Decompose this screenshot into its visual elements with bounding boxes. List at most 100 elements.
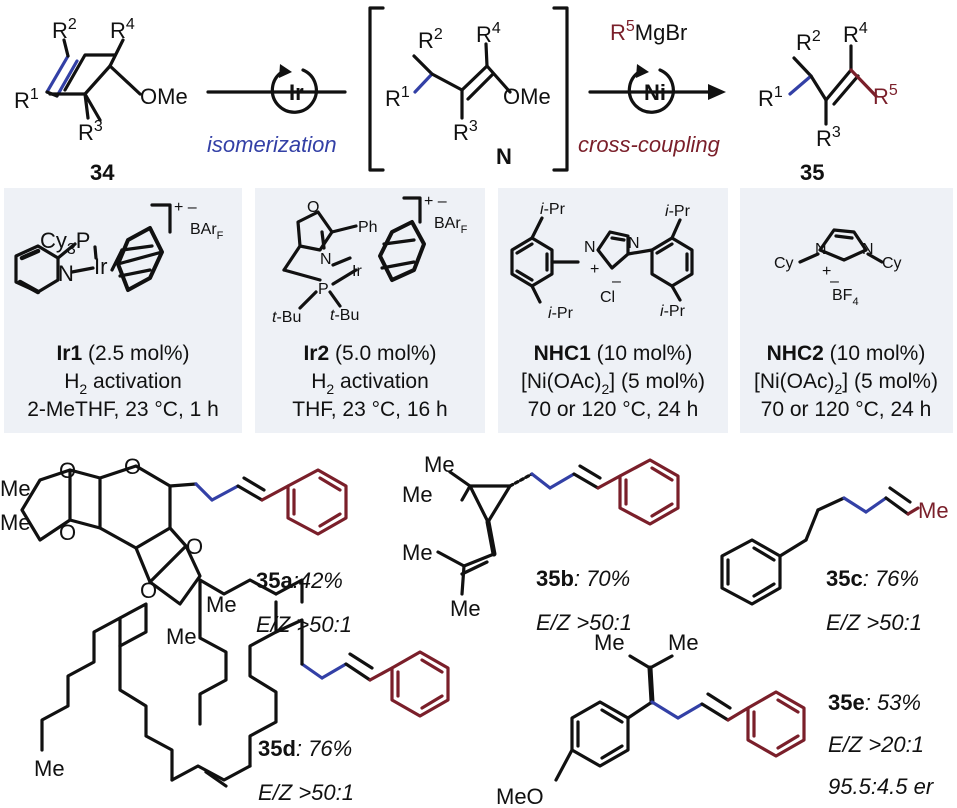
cross-coupling-label: cross-coupling [578, 132, 721, 157]
product-35b: Me Me Me Me 35b: 70% E/Z >50:1 [402, 452, 680, 635]
nhc2-line2: [Ni(OAc)2] (5 mol%) [754, 370, 938, 397]
35a-me-1: Me [0, 476, 31, 501]
catalyst-conditions: Ir1 (2.5 mol%) H2 activation 2-MeTHF, 23… [27, 342, 938, 421]
ir2-barf: BArF [434, 215, 468, 236]
ni-catalyst-label: Ni [644, 80, 666, 105]
product-35d: Me 35d: 76% E/Z >50:1 [34, 578, 450, 805]
35c-me: Me [918, 498, 949, 523]
product-r1: R1 [758, 84, 783, 111]
nhc1-line2: [Ni(OAc)2] (5 mol%) [521, 370, 705, 397]
nhc1-cl: Cl [600, 289, 615, 306]
35d-me: Me [34, 756, 65, 781]
35b-me-4: Me [450, 596, 481, 621]
substrate-number: 34 [90, 160, 115, 185]
nhc1-plus: + [590, 261, 599, 278]
intermediate-r3: R3 [453, 118, 478, 145]
product-r3: R3 [816, 124, 841, 151]
nhc2-line3: 70 or 120 °C, 24 h [761, 398, 932, 421]
substrate-r2: R2 [52, 16, 77, 43]
substrate-ome: OMe [140, 84, 188, 109]
nhc2-name-line: NHC2 (10 mol%) [767, 342, 926, 365]
ir1-charge: + – [174, 199, 197, 216]
ir2-ph: Ph [358, 219, 378, 236]
ir2-o: O [307, 199, 319, 216]
product-35: R2 R4 R1 R5 R3 35 [758, 20, 898, 185]
product-35e: Me Me MeO 35e: 53% E/Z >20:1 95.5:4.5 er [496, 630, 935, 808]
nhc2-cy-right: Cy [882, 255, 902, 272]
isomerization-label: isomerization [207, 132, 337, 157]
35b-me-3: Me [402, 540, 433, 565]
ir2-p: P [318, 281, 329, 298]
product-35c: Me 35c: 76% E/Z >50:1 [720, 486, 949, 635]
35a-o-top: O [59, 458, 76, 483]
product-number: 35 [800, 160, 824, 185]
nhc2-n-right: N [862, 241, 874, 258]
intermediate-r2: R2 [418, 26, 443, 53]
product-r5: R5 [873, 82, 898, 109]
ir1-line3: 2-MeTHF, 23 °C, 1 h [27, 398, 219, 421]
ir2-line2: H2 activation [311, 370, 429, 397]
nhc1-name-line: NHC1 (10 mol%) [534, 342, 693, 365]
nhc2-n-left: N [815, 241, 827, 258]
intermediate-r4: R4 [476, 20, 501, 47]
substrate-r4: R4 [110, 16, 135, 43]
intermediate-ome: OMe [503, 84, 551, 109]
ir1-ir: Ir [94, 254, 107, 279]
grignard-reagent: R5MgBr [610, 18, 687, 45]
nhc1-n-right: N [628, 235, 640, 252]
35b-yield: 35b: 70% [536, 566, 630, 591]
ir1-cy3p: Cy3P [40, 228, 90, 258]
ir1-panel [4, 188, 242, 433]
ir2-ir: Ir [352, 263, 362, 280]
35d-yield: 35d: 76% [258, 736, 352, 761]
ir2-tbu-left: t-Bu [272, 309, 301, 326]
ir1-barf: BArF [190, 221, 224, 242]
product-r2: R2 [796, 28, 821, 55]
35b-me-1: Me [424, 452, 455, 477]
cross-coupling-arrow: Ni R5MgBr cross-coupling [578, 18, 726, 157]
35e-meo: MeO [496, 784, 544, 808]
nhc1-ipr-top-left: i-Pr [540, 201, 566, 218]
nhc1-ipr-bottom-right: i-Pr [660, 303, 686, 320]
substrate-r1: R1 [14, 86, 39, 113]
ir2-structure: O Ph N Ir P t-Bu t-Bu + – BArF [272, 193, 468, 326]
35e-ratio: E/Z >20:1 [828, 732, 924, 757]
ir2-name-line: Ir2 (5.0 mol%) [303, 342, 436, 365]
ir-catalyst-label: Ir [289, 80, 304, 105]
ir1-n: N [58, 261, 74, 286]
isomerization-arrow: Ir isomerization [206, 64, 347, 157]
substrate-34: R2 R4 R1 OMe R3 34 [14, 16, 188, 185]
ir1-name-line: Ir1 (2.5 mol%) [56, 342, 189, 365]
35e-me-2: Me [668, 630, 699, 655]
35a-me-2: Me [0, 510, 31, 535]
substrate-r3: R3 [78, 118, 103, 145]
35e-er: 95.5:4.5 er [828, 774, 935, 799]
nhc1-ipr-bottom-left: i-Pr [548, 305, 574, 322]
nhc1-panel [498, 188, 728, 433]
ir2-n: N [320, 251, 332, 268]
intermediate-brackets [368, 6, 569, 172]
nhc1-line3: 70 or 120 °C, 24 h [528, 398, 699, 421]
35a-me-3: Me [206, 592, 237, 617]
nhc2-plus: + [822, 263, 831, 280]
nhc2-bf4: BF4 [832, 287, 859, 308]
nhc2-cy-left: Cy [774, 255, 794, 272]
35e-yield: 35e: 53% [828, 690, 921, 715]
product-r4: R4 [843, 20, 868, 47]
ir1-line2: H2 activation [64, 370, 182, 397]
35b-ratio: E/Z >50:1 [536, 610, 632, 635]
nhc1-ipr-top-right: i-Pr [665, 203, 691, 220]
product-35a: O O O O O Me Me Me Me 35a:42% E/Z >50:1 [0, 454, 352, 649]
35e-me-1: Me [594, 630, 625, 655]
35c-yield: 35c: 76% [826, 566, 919, 591]
35a-o-bottom: O [140, 578, 157, 603]
35b-me-2: Me [402, 482, 433, 507]
nhc2-structure: Cy Cy N N + – BF4 [774, 228, 902, 308]
nhc2-minus: – [830, 273, 839, 290]
ir2-charge: + – [424, 193, 447, 210]
intermediate-r1: R1 [385, 84, 410, 111]
35a-o-right: O [186, 534, 203, 559]
nhc1-structure: i-Pr i-Pr i-Pr i-Pr N N + Cl – [510, 201, 694, 322]
nhc2-panel [740, 188, 953, 433]
